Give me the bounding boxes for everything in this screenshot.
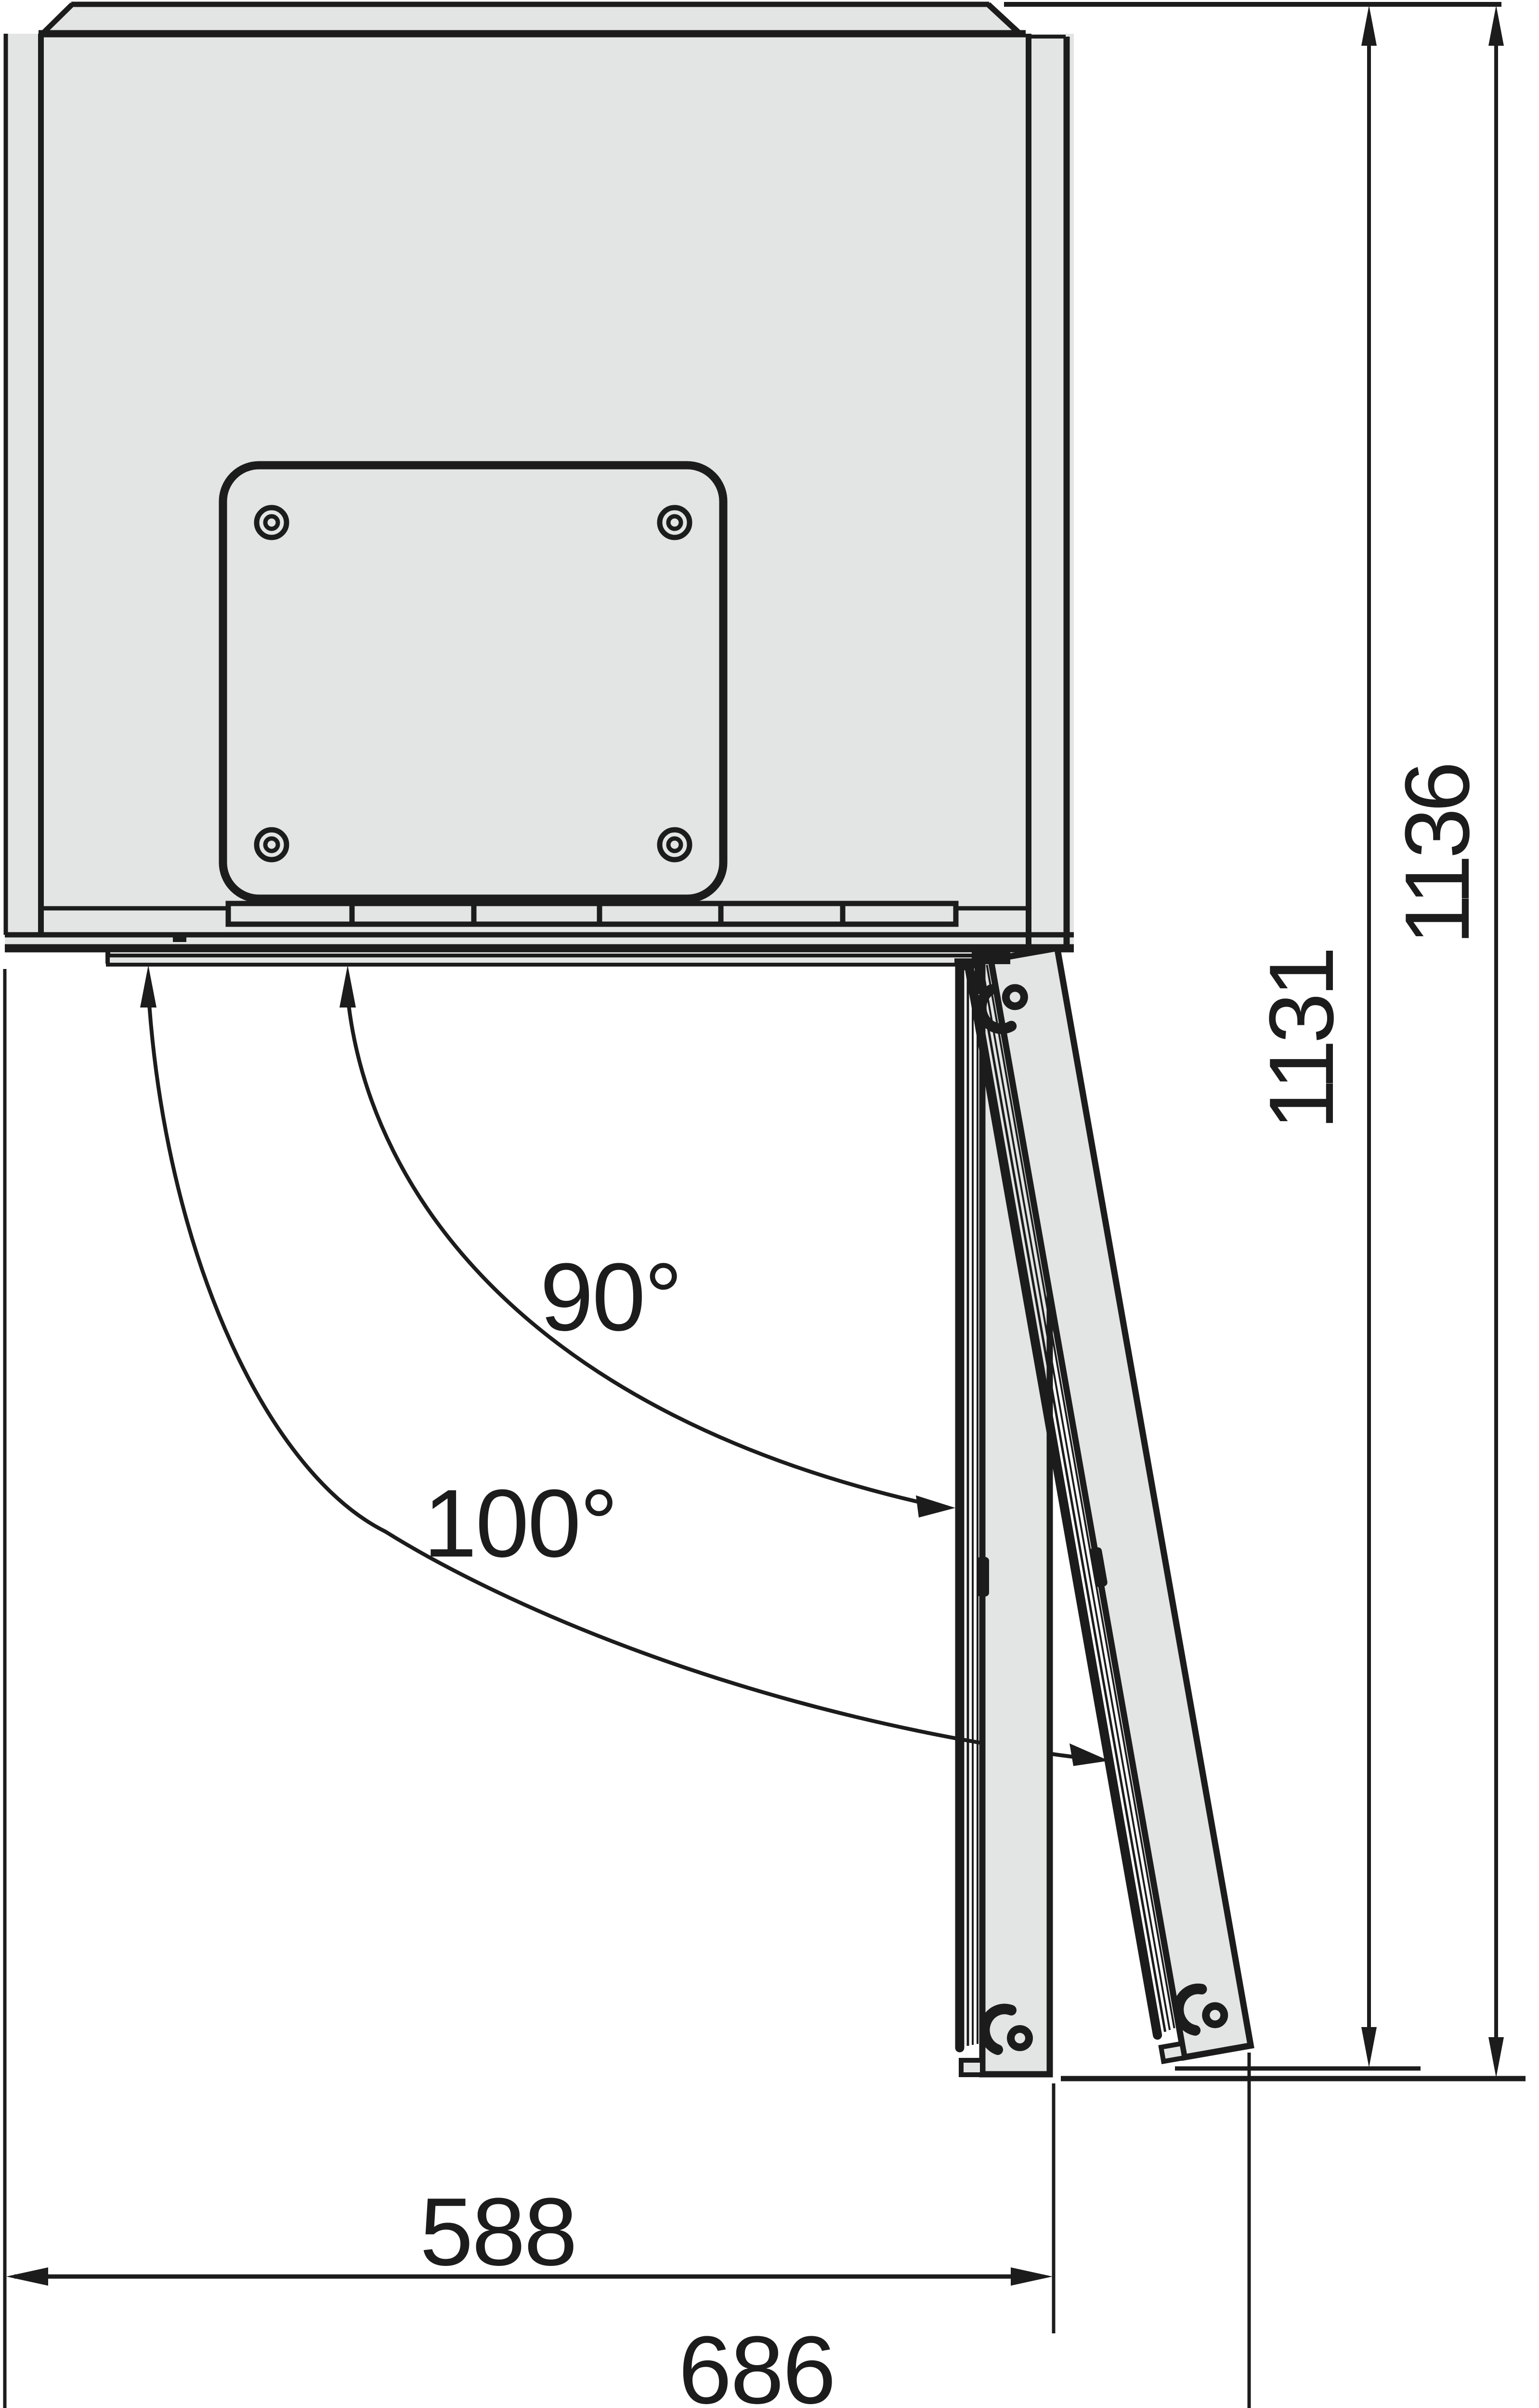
screw-hole-icon xyxy=(657,827,692,863)
arrowhead-icon xyxy=(1488,5,1504,46)
rail-segment xyxy=(840,901,959,927)
dimension-label-588: 588 xyxy=(420,2178,576,2286)
rail-segment xyxy=(471,901,602,927)
hinge-rail xyxy=(225,901,959,927)
cabinet xyxy=(3,1,1074,967)
screw-holes xyxy=(254,505,692,863)
mounting-plate xyxy=(219,461,728,903)
arrowhead-icon xyxy=(140,965,157,1008)
dimension-label-686: 686 xyxy=(678,2316,835,2408)
arrowhead-icon xyxy=(1361,2027,1377,2068)
arrowhead-icon xyxy=(1069,1743,1109,1766)
dimension-label-1131: 1131 xyxy=(1251,950,1353,1130)
screw-hole-icon xyxy=(657,505,692,540)
arrowhead-icon xyxy=(1011,2267,1053,2286)
arrowhead-icon xyxy=(6,2267,48,2286)
screw-hole-icon xyxy=(254,505,289,540)
door-closed-strip xyxy=(106,954,984,967)
dimension-label-1136: 1136 xyxy=(1386,765,1488,945)
angle-label-90: 90° xyxy=(540,1243,681,1351)
rail-segment xyxy=(597,901,724,927)
cabinet-top-face xyxy=(41,2,1022,34)
swing-arc-100 xyxy=(147,1004,1082,1760)
rail-segment xyxy=(349,901,477,927)
arrowhead-icon xyxy=(916,1495,955,1518)
swing-arcs xyxy=(140,965,1109,1766)
hinge-bracket xyxy=(972,951,1010,994)
arrowhead-icon xyxy=(1361,5,1377,46)
front-tab xyxy=(173,934,186,942)
dimensions xyxy=(3,2,1526,2408)
rail-segment xyxy=(225,901,355,927)
rail-segment xyxy=(718,901,846,927)
arrowhead-icon xyxy=(1488,2037,1504,2078)
arrowhead-icon xyxy=(339,965,356,1008)
labels: 90° 100° 1131 1136 588 686 xyxy=(420,765,1488,2408)
screw-hole-icon xyxy=(254,827,289,863)
angle-label-100: 100° xyxy=(423,1470,617,1577)
swing-arc-90 xyxy=(347,1004,935,1507)
